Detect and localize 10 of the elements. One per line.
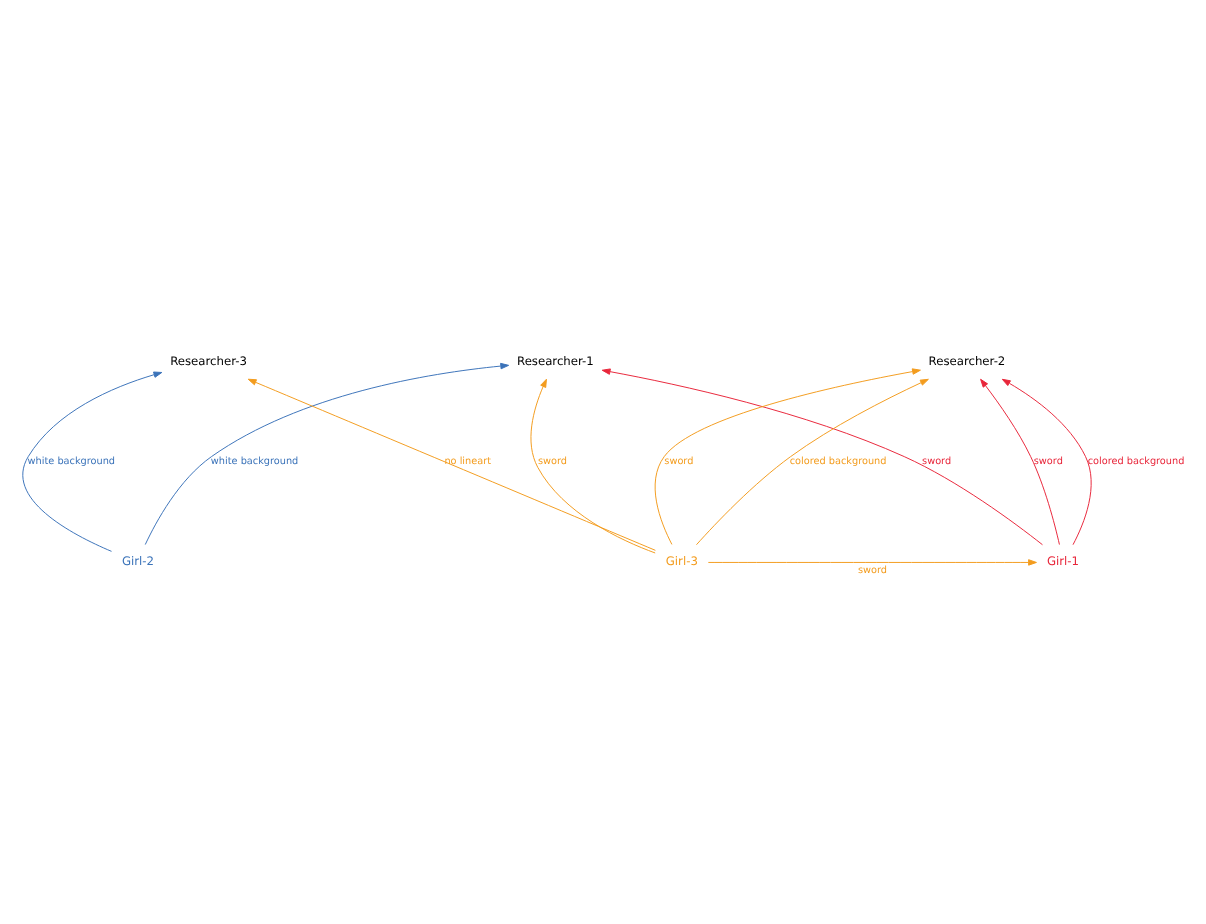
arrow — [22, 371, 163, 552]
arrow — [247, 378, 656, 551]
arrow — [530, 378, 656, 554]
arrow — [707, 559, 1037, 566]
arrow — [144, 362, 510, 546]
arrow — [654, 368, 921, 545]
arrow — [695, 378, 929, 546]
arrow — [1001, 378, 1092, 546]
arrow — [980, 378, 1060, 546]
arrow — [601, 368, 1043, 546]
